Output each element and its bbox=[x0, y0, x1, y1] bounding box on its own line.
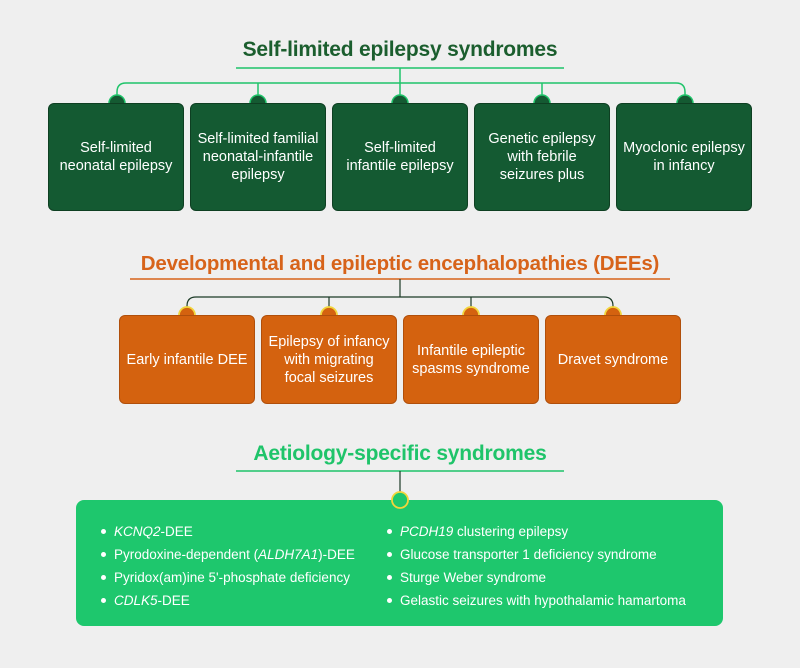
early-infantile-dee-box: Early infantile DEE bbox=[119, 315, 255, 404]
list-item: Pyrodoxine-dependent (ALDH7A1)-DEE bbox=[99, 543, 355, 566]
self-limited-title: Self-limited epilepsy syndromes bbox=[242, 38, 558, 61]
list-item: Pyridox(am)ine 5'-phosphate deficiency bbox=[99, 566, 355, 589]
self-limited-familial-box: Self-limited familial neonatal-infantile… bbox=[190, 103, 326, 211]
migrating-focal-box: Epilepsy of infancy with migrating focal… bbox=[261, 315, 397, 404]
aetiology-right-column: PCDH19 clustering epilepsy Glucose trans… bbox=[385, 520, 686, 612]
myoclonic-epilepsy-box: Myoclonic epilepsy in infancy bbox=[616, 103, 752, 211]
list-item: CDLK5-DEE bbox=[99, 589, 355, 612]
list-item: Glucose transporter 1 deficiency syndrom… bbox=[385, 543, 686, 566]
list-item: PCDH19 clustering epilepsy bbox=[385, 520, 686, 543]
self-limited-neonatal-box: Self-limited neonatal epilepsy bbox=[48, 103, 184, 211]
list-item: Sturge Weber syndrome bbox=[385, 566, 686, 589]
aetiology-left-column: KCNQ2-DEE Pyrodoxine-dependent (ALDH7A1)… bbox=[99, 520, 355, 612]
list-item: KCNQ2-DEE bbox=[99, 520, 355, 543]
dee-title: Developmental and epileptic encephalopat… bbox=[140, 252, 660, 275]
epileptic-spasms-box: Infantile epileptic spasms syndrome bbox=[403, 315, 539, 404]
self-limited-infantile-box: Self-limited infantile epilepsy bbox=[332, 103, 468, 211]
genetic-epilepsy-box: Genetic epilepsy with febrile seizures p… bbox=[474, 103, 610, 211]
dravet-box: Dravet syndrome bbox=[545, 315, 681, 404]
aetiology-panel: KCNQ2-DEE Pyrodoxine-dependent (ALDH7A1)… bbox=[76, 500, 723, 626]
list-item: Gelastic seizures with hypothalamic hama… bbox=[385, 589, 686, 612]
aetiology-title: Aetiology-specific syndromes bbox=[253, 442, 547, 465]
